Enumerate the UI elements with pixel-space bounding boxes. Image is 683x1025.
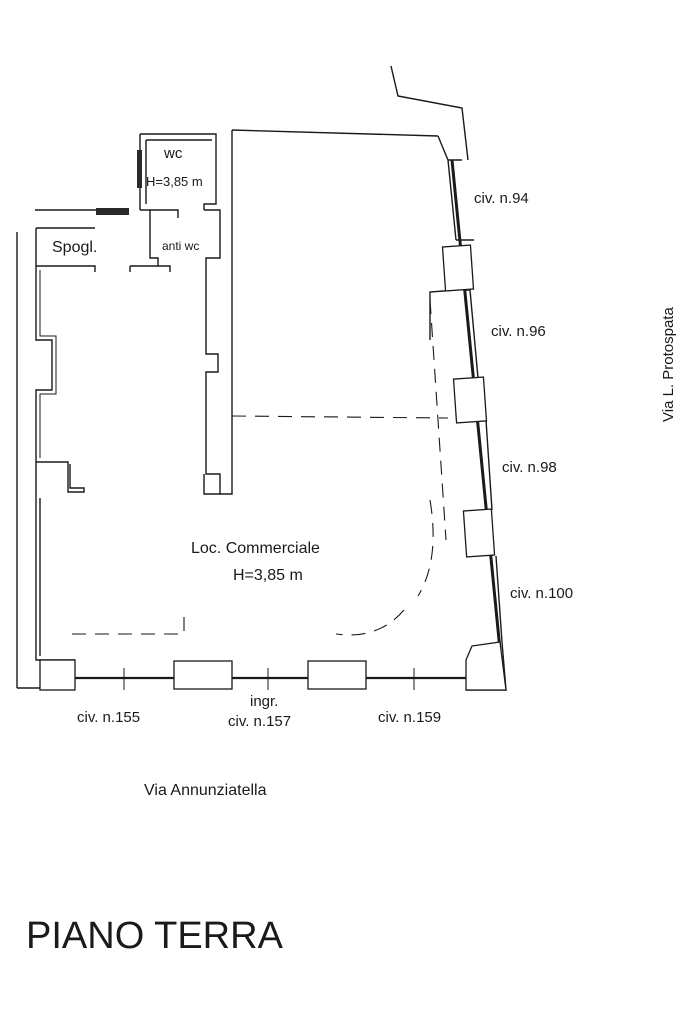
- civic-96-label: civ. n.96: [491, 323, 546, 340]
- civic-159-label: civ. n.159: [378, 709, 441, 726]
- commercial-room-label: Loc. Commerciale: [191, 540, 320, 557]
- spogl-room-walls: [36, 227, 171, 272]
- dashed-line-upper: [231, 415, 449, 419]
- civic-155-label: civ. n.155: [77, 709, 140, 726]
- main-left-wall-inner: [39, 270, 57, 458]
- dashed-line-bottom-arc: [335, 609, 405, 636]
- facade-pillar-3: [462, 508, 496, 558]
- central-partition-wall: [203, 340, 221, 495]
- civic-100-label: civ. n.100: [510, 585, 573, 602]
- bottom-pillar-1: [173, 660, 233, 690]
- spogl-label: Spogl.: [52, 239, 97, 256]
- bottom-pillar-left: [39, 659, 76, 691]
- civic-98-label: civ. n.98: [502, 459, 557, 476]
- anti-wc-walls: [140, 209, 221, 340]
- commercial-height-label: H=3,85 m: [233, 567, 303, 584]
- street-right-label: Via L. Protospata: [660, 307, 677, 422]
- facade-pillar-2: [452, 376, 488, 424]
- main-left-wall: [35, 228, 85, 661]
- anti-wc-label: anti wc: [162, 239, 199, 253]
- wc-label: wc: [163, 145, 183, 162]
- dashed-line-left: [72, 608, 185, 635]
- wc-height-label: H=3,85 m: [146, 174, 203, 189]
- entrance-label: ingr.: [250, 693, 278, 710]
- facade-corner-pillar: [465, 641, 507, 691]
- civic-94-label: civ. n.94: [474, 190, 529, 207]
- street-bottom-label: Via Annunziatella: [144, 782, 267, 799]
- wc-window: [137, 150, 142, 188]
- plan-title: PIANO TERRA: [26, 915, 284, 957]
- bottom-pillar-2: [307, 660, 367, 690]
- neighbour-wall-line: [390, 65, 469, 161]
- civic-157-label: civ. n.157: [228, 713, 291, 730]
- dashed-line-curve: [417, 499, 434, 597]
- central-partition-right: [220, 129, 439, 495]
- spogl-window: [96, 208, 129, 215]
- dashed-line-right-vert: [429, 299, 447, 541]
- facade-pillar-1: [441, 244, 475, 292]
